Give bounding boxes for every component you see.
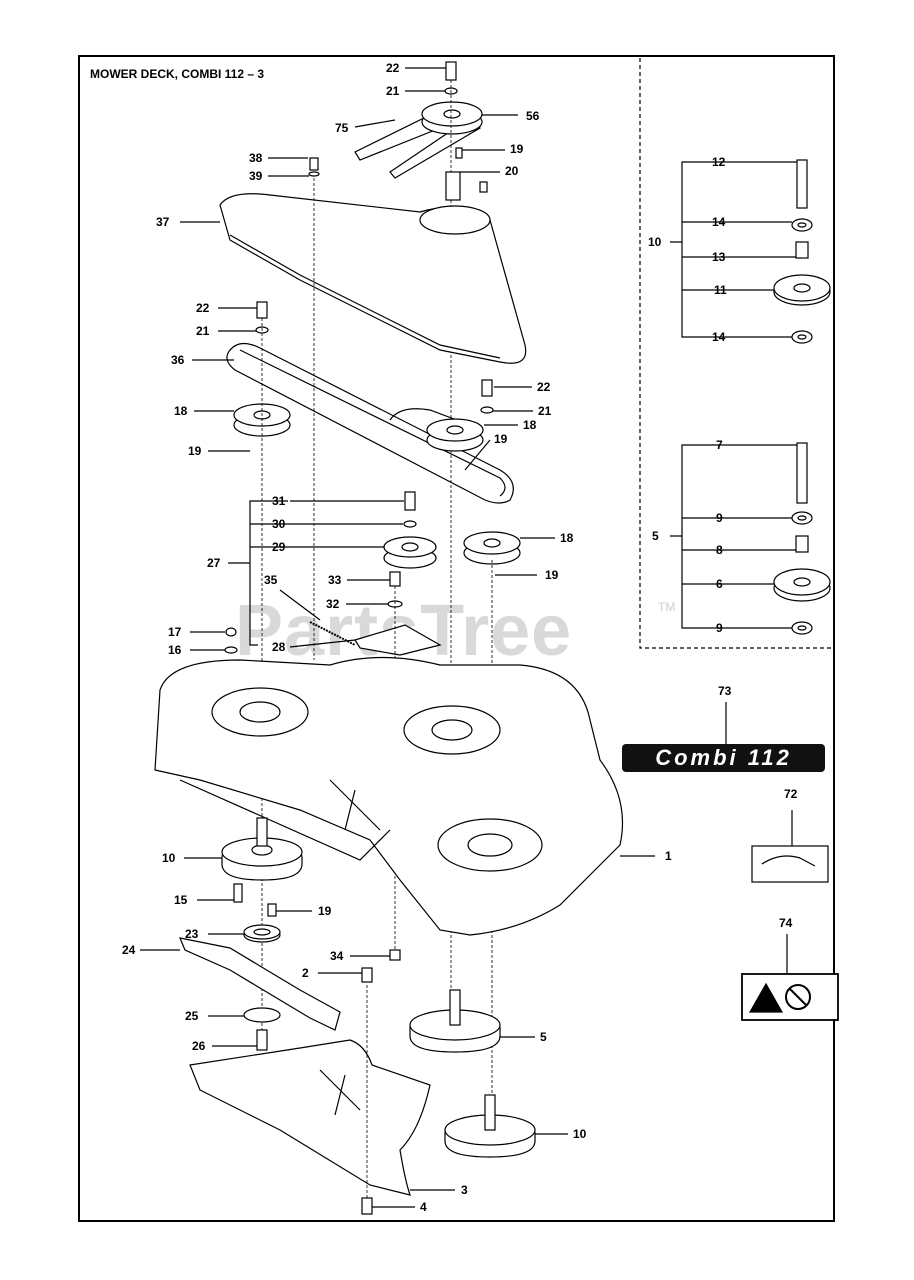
bolt-22-top (445, 61, 457, 81)
callout-2: 2 (302, 966, 309, 980)
spacer-13 (795, 241, 809, 259)
callout-21: 21 (196, 324, 210, 338)
callout-74: 74 (779, 916, 793, 930)
callout-17: 17 (168, 625, 182, 639)
callout-15: 15 (174, 893, 188, 907)
callout-34: 34 (330, 949, 344, 963)
bearing-9-lower (791, 621, 813, 635)
callout-7: 7 (716, 438, 723, 452)
callout-19: 19 (494, 432, 508, 446)
shaft-7 (796, 442, 808, 504)
callout-13: 13 (712, 250, 726, 264)
diagram-frame (78, 55, 835, 1222)
callout-18: 18 (560, 531, 574, 545)
callout-19: 19 (545, 568, 559, 582)
callout-72: 72 (784, 787, 798, 801)
callout-11: 11 (714, 283, 727, 297)
callout-31: 31 (272, 494, 286, 508)
callout-14: 14 (712, 215, 726, 229)
bearing-14-lower (791, 330, 813, 344)
callout-36: 36 (171, 353, 185, 367)
callout-30: 30 (272, 517, 286, 531)
shaft-12 (796, 159, 808, 209)
callout-35: 35 (264, 573, 278, 587)
subassembly-divider (639, 58, 834, 649)
callout-28: 28 (272, 640, 286, 654)
callout-9: 9 (716, 621, 723, 635)
callout-9: 9 (716, 511, 723, 525)
callout-26: 26 (192, 1039, 206, 1053)
idler-arm-28 (354, 624, 442, 656)
callout-27: 27 (207, 556, 221, 570)
callout-16: 16 (168, 643, 182, 657)
callout-25: 25 (185, 1009, 199, 1023)
callout-3: 3 (461, 1183, 468, 1197)
callout-6: 6 (716, 577, 723, 591)
callout-18: 18 (523, 418, 537, 432)
belt-36 (226, 342, 514, 504)
callout-19: 19 (318, 904, 332, 918)
callout-8: 8 (716, 543, 723, 557)
callout-5: 5 (652, 529, 659, 543)
callout-19: 19 (188, 444, 202, 458)
callout-10: 10 (162, 851, 176, 865)
callout-22: 22 (196, 301, 210, 315)
callout-14: 14 (712, 330, 726, 344)
pulley-18-center (426, 418, 484, 452)
spindle-10-left (221, 817, 303, 881)
pulley-56 (421, 101, 483, 135)
callout-37: 37 (156, 215, 170, 229)
callout-23: 23 (185, 927, 199, 941)
spindle-10-bottom (444, 1094, 536, 1158)
spring-35 (309, 621, 356, 646)
guard-3 (189, 1039, 431, 1196)
decal-72 (751, 845, 829, 883)
housing-6 (773, 568, 831, 602)
idler-pulley-29 (383, 536, 437, 569)
bearing-9-upper (791, 511, 813, 525)
washer-25 (243, 1007, 281, 1023)
trademark-symbol: TM (658, 600, 676, 614)
bearing-14-upper (791, 218, 813, 232)
bushing-20 (445, 171, 461, 201)
callout-33: 33 (328, 573, 342, 587)
spindle-5 (409, 989, 501, 1053)
callout-39: 39 (249, 169, 263, 183)
callout-38: 38 (249, 151, 263, 165)
callout-29: 29 (272, 540, 286, 554)
callout-73: 73 (718, 684, 732, 698)
callout-4: 4 (420, 1200, 427, 1214)
decal-73-badge: Combi 112 (622, 744, 825, 772)
callout-21: 21 (538, 404, 552, 418)
callout-20: 20 (505, 164, 519, 178)
callout-24: 24 (122, 943, 136, 957)
diagram-title: MOWER DECK, COMBI 112 – 3 (90, 67, 265, 81)
blade-24 (179, 937, 341, 1031)
callout-1: 1 (665, 849, 672, 863)
callout-5: 5 (540, 1030, 547, 1044)
bearing-23 (243, 924, 281, 943)
callout-22: 22 (537, 380, 551, 394)
callout-10: 10 (648, 235, 662, 249)
pulley-18-right (463, 531, 521, 565)
callout-18: 18 (174, 404, 188, 418)
callout-32: 32 (326, 597, 340, 611)
callout-12: 12 (712, 155, 726, 169)
callout-10: 10 (573, 1127, 587, 1141)
spacer-8 (795, 535, 809, 553)
callout-19: 19 (510, 142, 524, 156)
callout-22: 22 (386, 61, 400, 75)
callout-75: 75 (335, 121, 349, 135)
callout-56: 56 (526, 109, 540, 123)
callout-21: 21 (386, 84, 400, 98)
housing-11 (773, 274, 831, 306)
